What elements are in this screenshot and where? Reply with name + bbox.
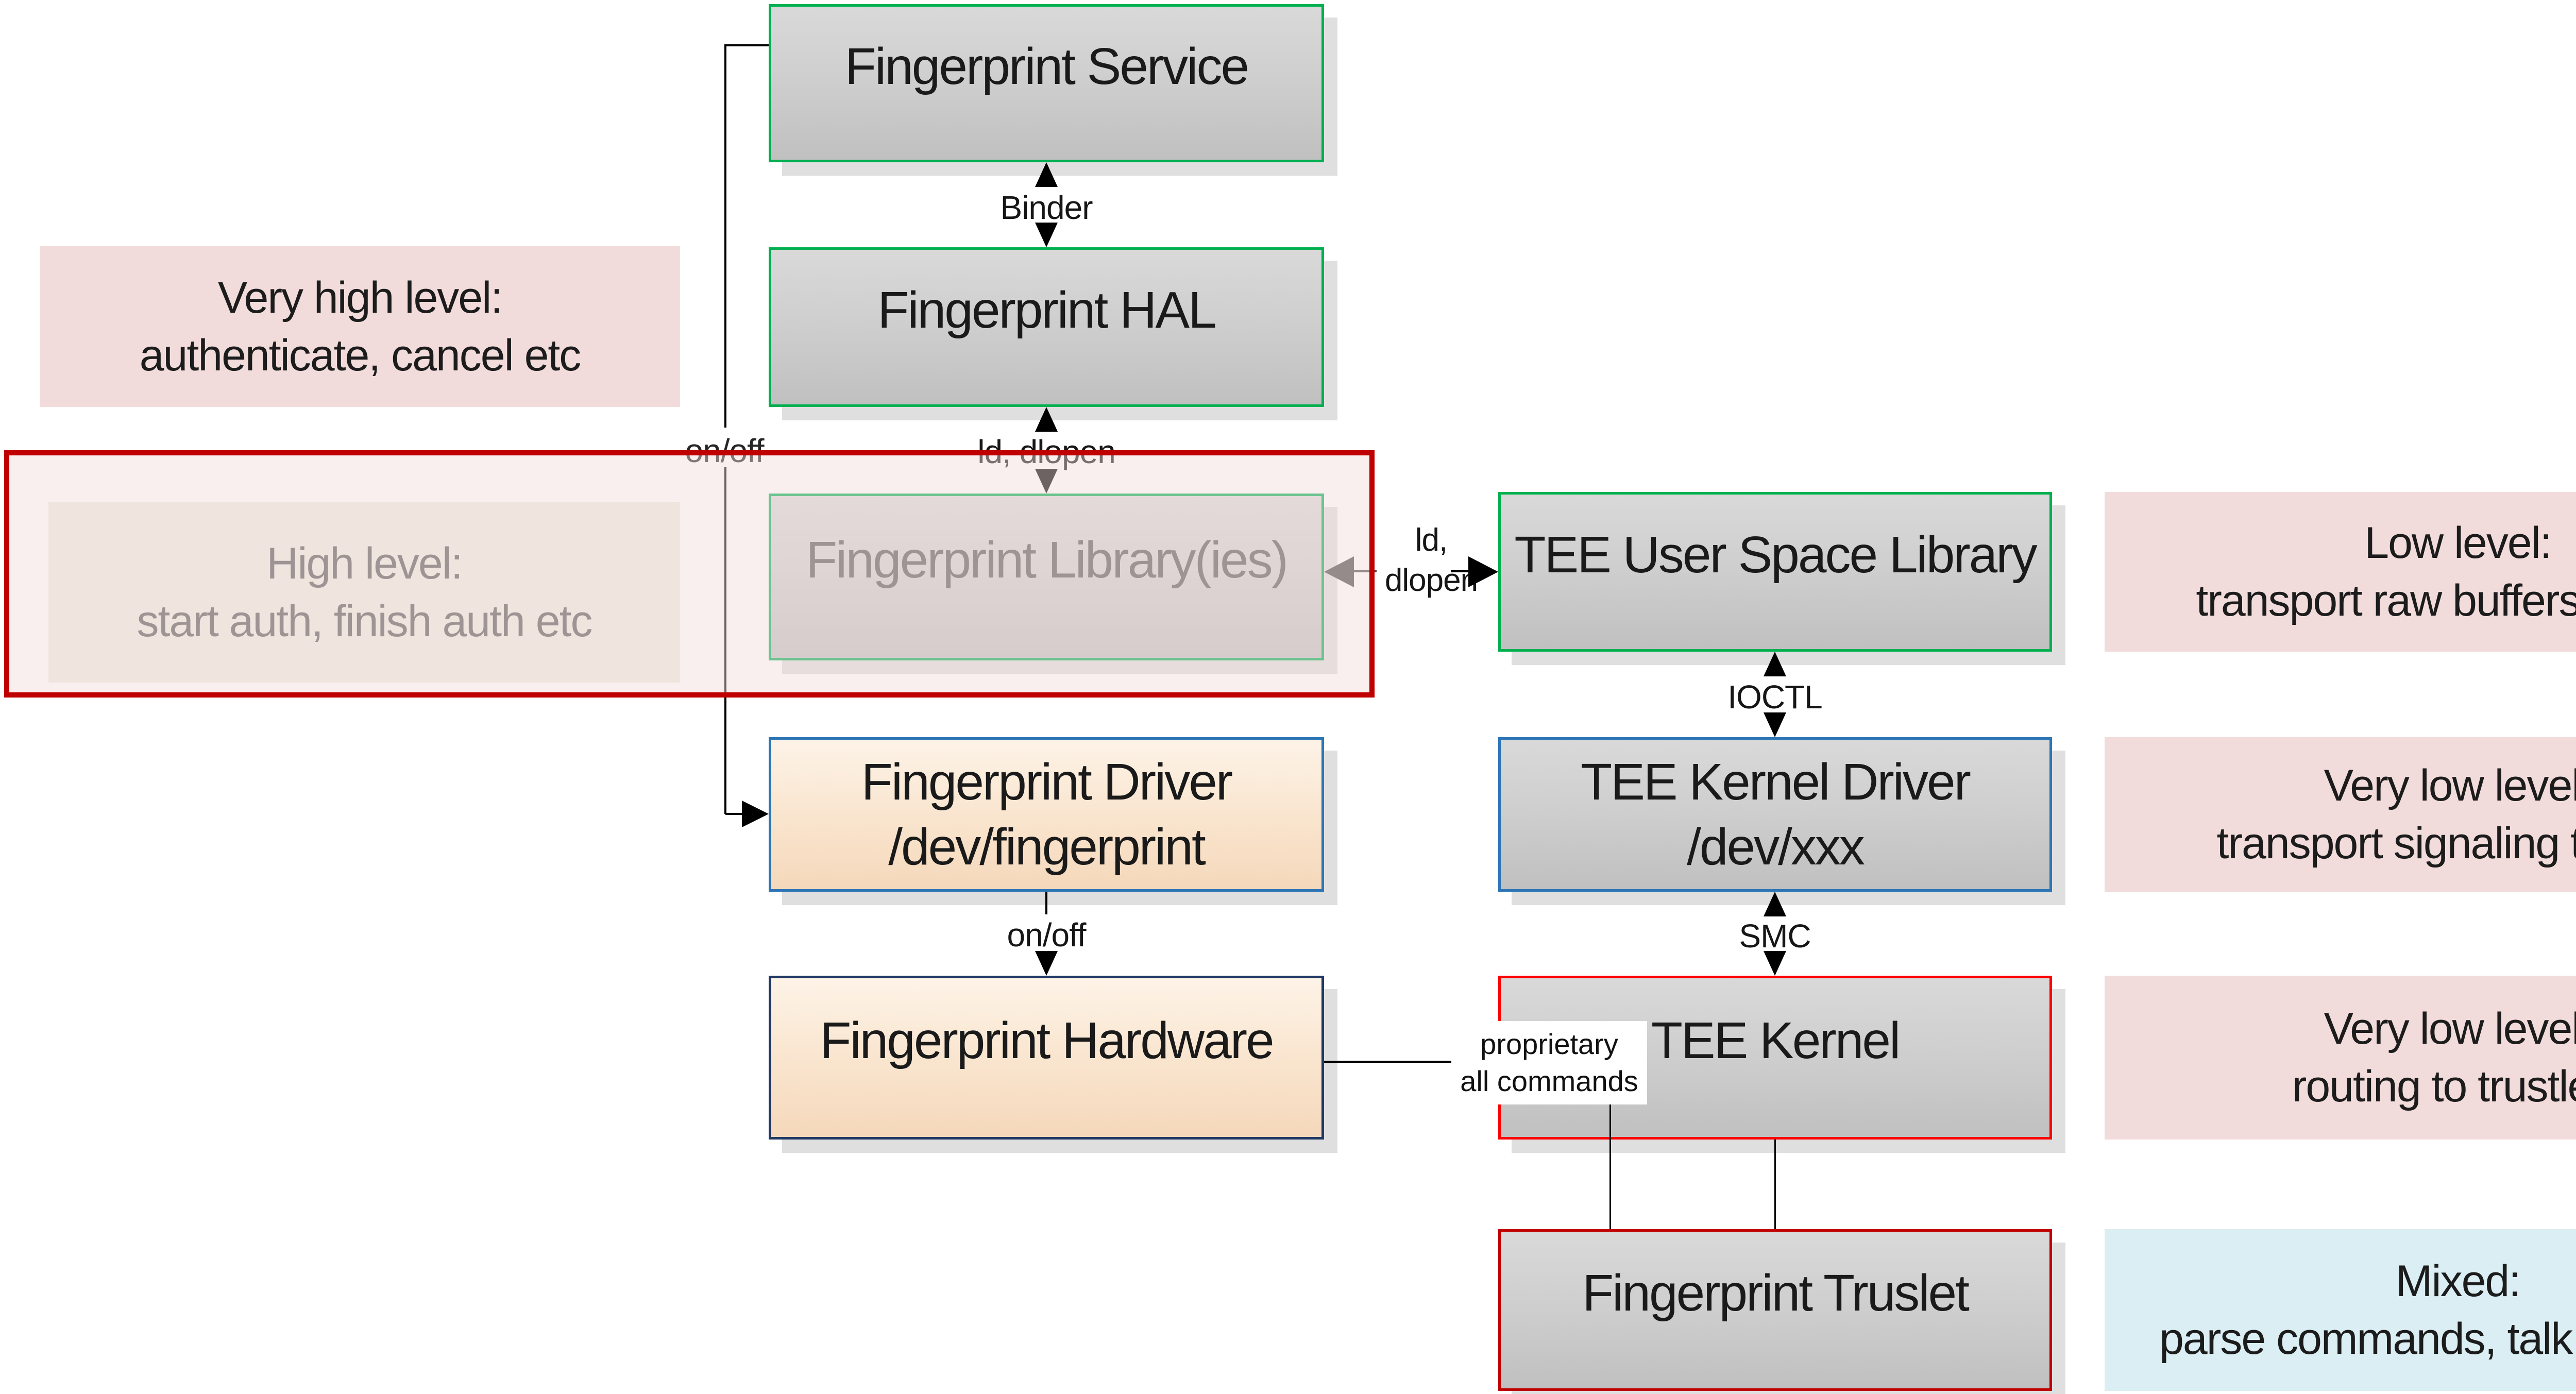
note-low-level: Low level: transport raw buffers to TEE bbox=[2105, 492, 2576, 652]
note-line: Very low level: bbox=[2324, 1004, 2576, 1053]
box-label: TEE Kernel Driver bbox=[1581, 753, 1971, 811]
box-label: Fingerprint Driver bbox=[861, 753, 1233, 811]
box-label: Fingerprint HAL bbox=[877, 281, 1216, 339]
arrow-up-icon bbox=[1035, 407, 1058, 432]
connector-line bbox=[1324, 1061, 1451, 1063]
box-tee-user-space-library: TEE User Space Library bbox=[1498, 492, 2052, 652]
note-very-low-routing: Very low level: routing to trustlets bbox=[2105, 976, 2576, 1140]
arrow-right-icon bbox=[1468, 556, 1498, 587]
box-fingerprint-library: Fingerprint Library(ies) bbox=[769, 494, 1324, 660]
box-label: Fingerprint Hardware bbox=[820, 1012, 1274, 1069]
note-line: High level: bbox=[266, 539, 463, 588]
connector-line bbox=[1451, 570, 1469, 572]
elbow-line bbox=[725, 44, 769, 46]
box-fingerprint-hal: Fingerprint HAL bbox=[769, 247, 1324, 407]
arrow-up-icon bbox=[1764, 652, 1786, 676]
arrow-down-icon bbox=[1764, 712, 1786, 737]
note-line: authenticate, cancel etc bbox=[139, 331, 582, 380]
note-line: Very high level: bbox=[217, 273, 503, 322]
label-line: ld, bbox=[1415, 522, 1448, 558]
arrow-down-icon bbox=[1035, 223, 1058, 247]
note-mixed: Mixed: parse commands, talk to sensor bbox=[2105, 1229, 2576, 1391]
note-very-high-level: Very high level: authenticate, cancel et… bbox=[40, 246, 680, 407]
arrow-up-icon bbox=[1764, 892, 1786, 916]
box-label: Fingerprint Library(ies) bbox=[806, 531, 1289, 589]
ld-dlopen-label: ld, dlopen bbox=[977, 433, 1116, 470]
elbow-line bbox=[724, 467, 726, 814]
box-fingerprint-service: Fingerprint Service bbox=[769, 4, 1324, 162]
arrow-down-icon bbox=[1035, 951, 1058, 976]
elbow-line bbox=[724, 44, 726, 428]
connector-line bbox=[1045, 892, 1047, 914]
smc-label: SMC bbox=[1739, 917, 1811, 955]
proprietary-label: proprietary all commands bbox=[1451, 1021, 1647, 1104]
arrow-right-icon bbox=[742, 801, 769, 827]
label-line: all commands bbox=[1460, 1065, 1638, 1097]
on-off-elbow-label: on/off bbox=[685, 432, 765, 469]
note-line: parse commands, talk to sensor bbox=[2159, 1314, 2576, 1364]
ld-dlopen-horizontal-label: ld, dlopen bbox=[1364, 520, 1498, 601]
box-label: TEE Kernel bbox=[1651, 1012, 1901, 1069]
ioctl-label: IOCTL bbox=[1727, 678, 1822, 716]
connector-line bbox=[1354, 570, 1377, 572]
elbow-line bbox=[725, 813, 743, 815]
box-fingerprint-driver: Fingerprint Driver /dev/fingerprint bbox=[769, 737, 1324, 892]
box-label: Fingerprint Truslet bbox=[1582, 1264, 1970, 1322]
arrow-down-icon bbox=[1035, 469, 1058, 494]
box-fingerprint-hardware: Fingerprint Hardware bbox=[769, 976, 1324, 1140]
arrow-down-icon bbox=[1764, 951, 1786, 976]
box-label: /dev/fingerprint bbox=[888, 818, 1206, 876]
label-line: dlopen bbox=[1384, 563, 1478, 598]
note-line: Low level: bbox=[2364, 518, 2552, 568]
connector-line bbox=[1774, 1140, 1776, 1229]
note-line: transport signaling to TEE bbox=[2216, 819, 2576, 868]
binder-label: Binder bbox=[1000, 189, 1093, 226]
box-fingerprint-truslet: Fingerprint Truslet bbox=[1498, 1229, 2052, 1391]
box-label: /dev/xxx bbox=[1687, 818, 1865, 876]
note-line: Very low level: bbox=[2324, 761, 2576, 810]
arrow-up-icon bbox=[1035, 162, 1058, 187]
note-high-level: High level: start auth, finish auth etc bbox=[48, 502, 680, 683]
note-line: routing to trustlets bbox=[2292, 1062, 2576, 1111]
connector-line bbox=[1609, 1104, 1611, 1229]
box-label: Fingerprint Service bbox=[844, 37, 1249, 95]
note-line: Mixed: bbox=[2395, 1256, 2521, 1306]
note-very-low-transport: Very low level: transport signaling to T… bbox=[2105, 737, 2576, 892]
box-tee-kernel-driver: TEE Kernel Driver /dev/xxx bbox=[1498, 737, 2052, 892]
on-off-hw-label: on/off bbox=[1007, 916, 1087, 954]
label-line: proprietary bbox=[1480, 1028, 1618, 1060]
note-line: transport raw buffers to TEE bbox=[2196, 576, 2576, 625]
arrow-left-icon bbox=[1324, 556, 1354, 587]
note-line: start auth, finish auth etc bbox=[137, 597, 593, 646]
box-label: TEE User Space Library bbox=[1514, 526, 2037, 584]
